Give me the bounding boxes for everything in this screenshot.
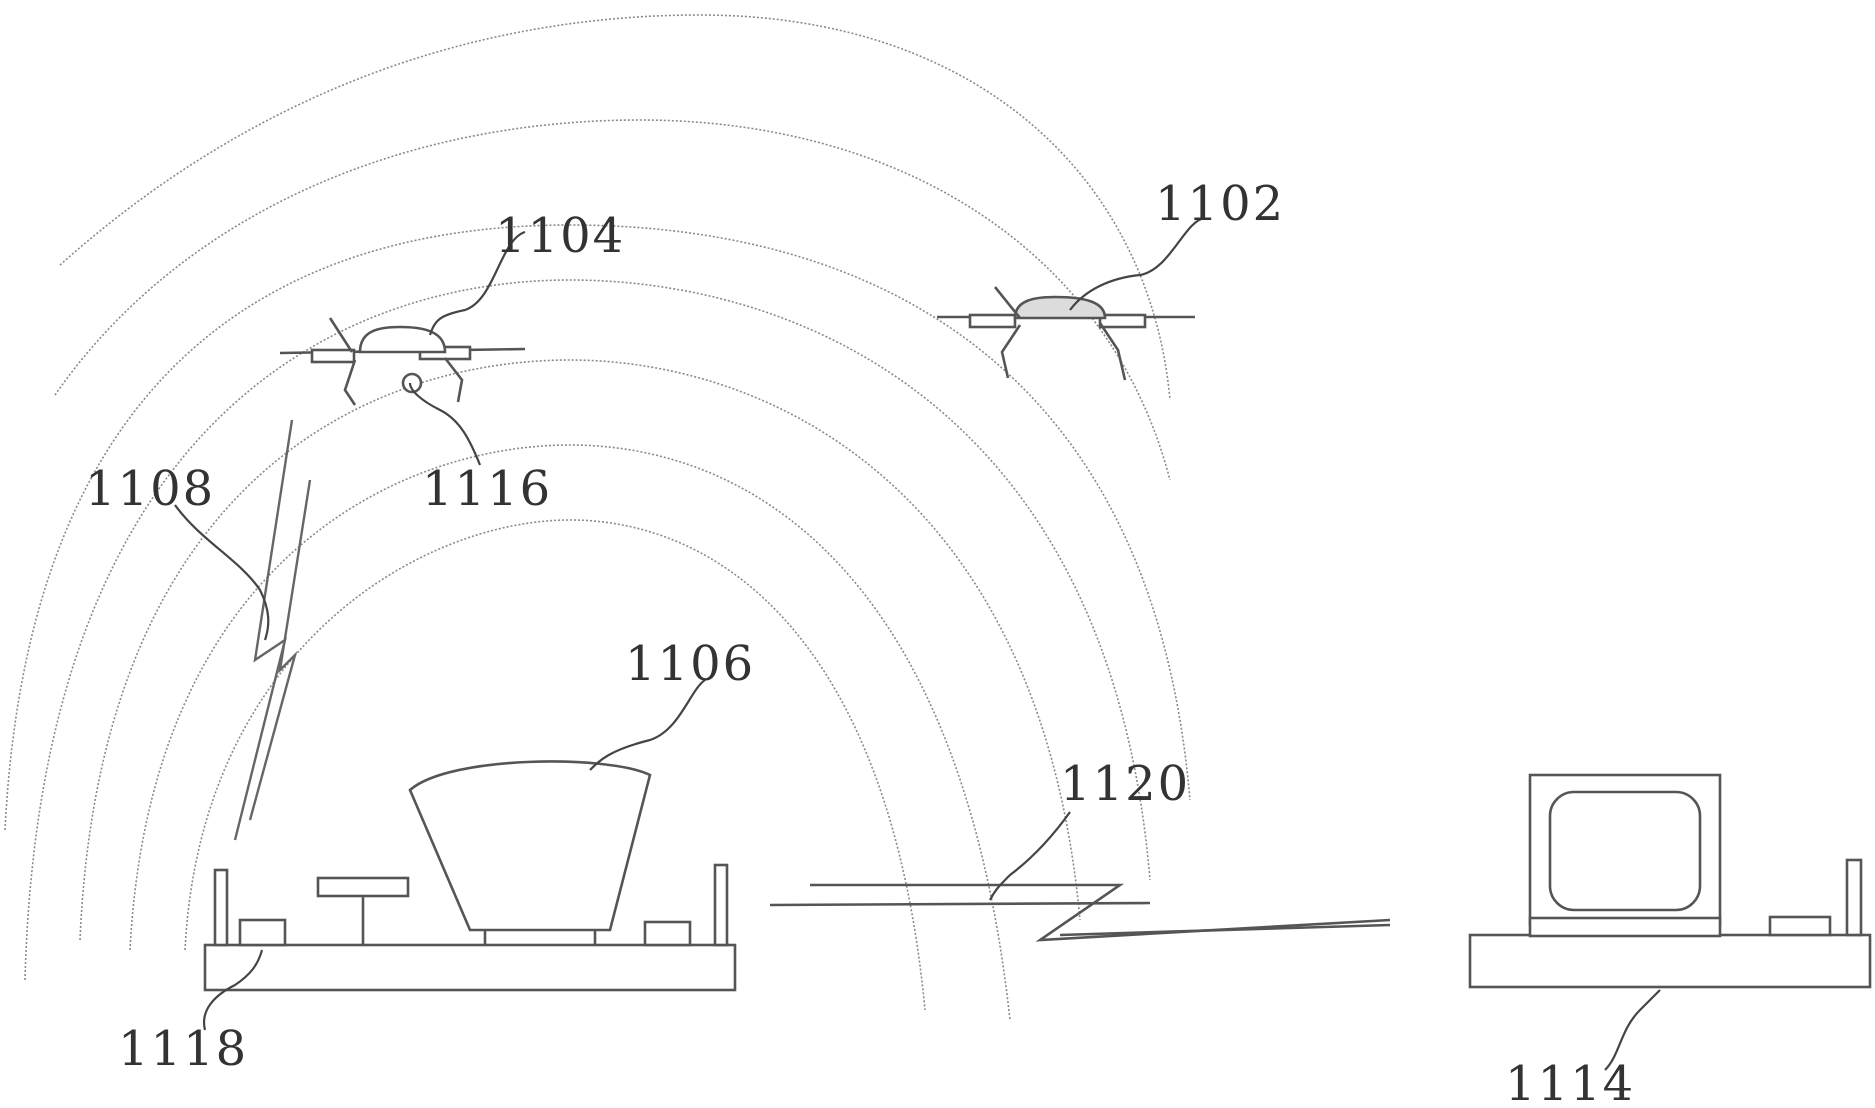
signal-wave-6 bbox=[55, 120, 1170, 480]
network-link-1120 bbox=[770, 885, 1390, 940]
label-1114: 1114 bbox=[1505, 1056, 1635, 1108]
remote-station-1114 bbox=[1470, 775, 1870, 987]
label-1108: 1108 bbox=[85, 461, 215, 517]
label-1102: 1102 bbox=[1155, 176, 1285, 232]
label-1106: 1106 bbox=[625, 636, 755, 692]
label-1120: 1120 bbox=[1060, 756, 1190, 812]
uav-1102 bbox=[937, 287, 1195, 380]
vehicle-1106 bbox=[410, 761, 650, 930]
base-platform-1118 bbox=[205, 761, 735, 990]
label-1118: 1118 bbox=[118, 1021, 248, 1077]
lightning-link-1108 bbox=[235, 420, 310, 840]
label-1116: 1116 bbox=[422, 461, 552, 517]
label-1104: 1104 bbox=[495, 208, 625, 264]
uav-1104 bbox=[280, 318, 525, 405]
